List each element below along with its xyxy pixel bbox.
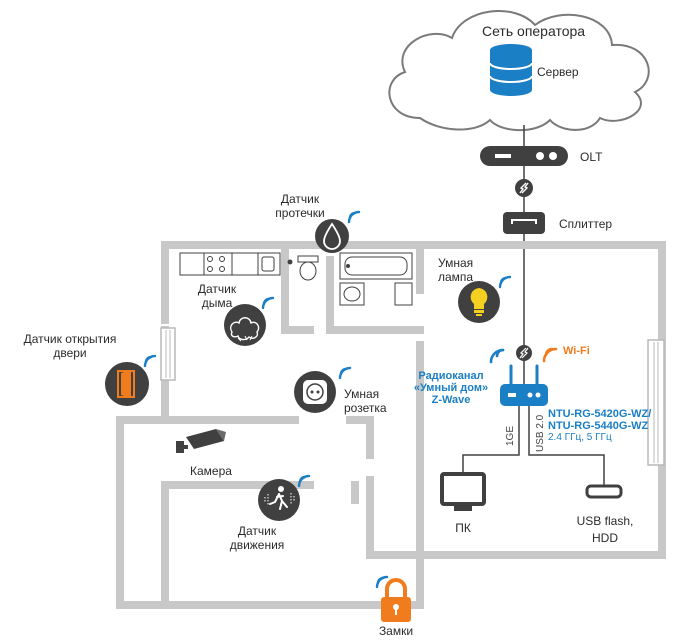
router-zwave-wave-icon [489,348,505,364]
router-wifi-wave-icon [542,347,558,363]
pc-label: ПК [455,521,471,535]
pc-cable [462,406,520,475]
sink-icon [339,282,413,306]
window-left [160,327,176,381]
olt-icon [480,146,568,166]
socket-label-line-2: розетка [344,401,387,415]
olt-label: OLT [580,150,603,164]
smart-lamp-wave-icon [498,275,512,289]
server-icon [489,44,533,96]
camera-icon [176,429,226,453]
door-sensor-label: Датчик открытия двери [5,332,135,360]
zwave-label-line-2: «Умный дом» [413,382,489,394]
connector-icon [515,179,533,197]
smoke-sensor-wave-icon [261,296,275,310]
wifi-label: Wi-Fi [563,345,590,357]
motion-sensor-label-line-2: движения [229,538,285,552]
kitchen-counter [179,252,281,276]
usb-flash-icon [585,484,623,499]
pc-icon [440,472,486,511]
lamp-label-line-2: лампа [438,270,474,284]
smoke-sensor-label-line-1: Датчик [197,282,237,296]
smoke-sensor-icon [224,304,266,346]
motion-sensor-label-line-1: Датчик [237,524,277,538]
smoke-sensor-label: Датчик дыма [184,282,250,310]
leak-sensor-wave-icon [347,210,361,224]
lamp-label-line-1: Умная [438,256,474,270]
toilet-icon [287,255,319,281]
smoke-sensor-label-line-2: дыма [201,296,233,310]
router-model-label: NTU-RG-5420G-WZ/ NTU-RG-5440G-WZ [548,408,651,432]
leak-sensor-label: Датчик протечки [260,192,340,220]
camera-label: Камера [190,464,232,478]
usb-cable [528,406,605,485]
motion-sensor-icon [258,479,300,521]
smart-socket-wave-icon [338,366,352,380]
motion-sensor-label: Датчик движения [222,524,292,552]
server-label: Сервер [537,65,579,79]
router-freq-label: 2.4 ГГц, 5 ГГц [548,432,612,443]
door-sensor-wave-icon [143,354,157,368]
door-sensor-icon [105,362,149,406]
router-model-line-1: NTU-RG-5420G-WZ/ [548,408,652,420]
router-model-line-2: NTU-RG-5440G-WZ [548,420,649,432]
splitter-label: Сплиттер [559,217,613,231]
router-icon [500,364,548,406]
locks-label: Замки [378,624,414,638]
socket-label-line-1: Умная [344,387,380,401]
usb-label: USB flash, HDD [570,514,640,545]
lock-icon [381,578,411,622]
smart-socket-icon [294,371,336,413]
door-sensor-label-line-2: двери [53,346,87,360]
usb-label-line-2: HDD [592,531,618,545]
lock-wave-icon [375,575,389,589]
bathtub-icon [339,252,413,280]
zwave-label: Радиоканал «Умный дом» Z-Wave [406,370,496,406]
leak-sensor-label-line-1: Датчик [280,192,320,206]
router-connector-icon [516,345,532,361]
cloud-label: Сеть оператора [482,23,586,39]
zwave-label-line-3: Z-Wave [431,394,471,406]
leak-sensor-icon [315,219,349,253]
door-sensor-label-line-1: Датчик открытия [23,332,117,346]
zwave-label-line-1: Радиоканал [418,370,484,382]
splitter-icon [503,212,545,234]
lamp-label: Умная лампа [438,256,473,284]
usb-label-line-1: USB flash, [576,514,634,528]
window-right [647,339,665,466]
leak-sensor-label-line-2: протечки [275,206,325,220]
socket-label: Умная розетка [344,387,387,415]
port-usb-label: USB 2.0 [535,414,546,452]
port-1ge-label: 1GE [505,425,516,446]
smart-lamp-icon [458,281,500,323]
